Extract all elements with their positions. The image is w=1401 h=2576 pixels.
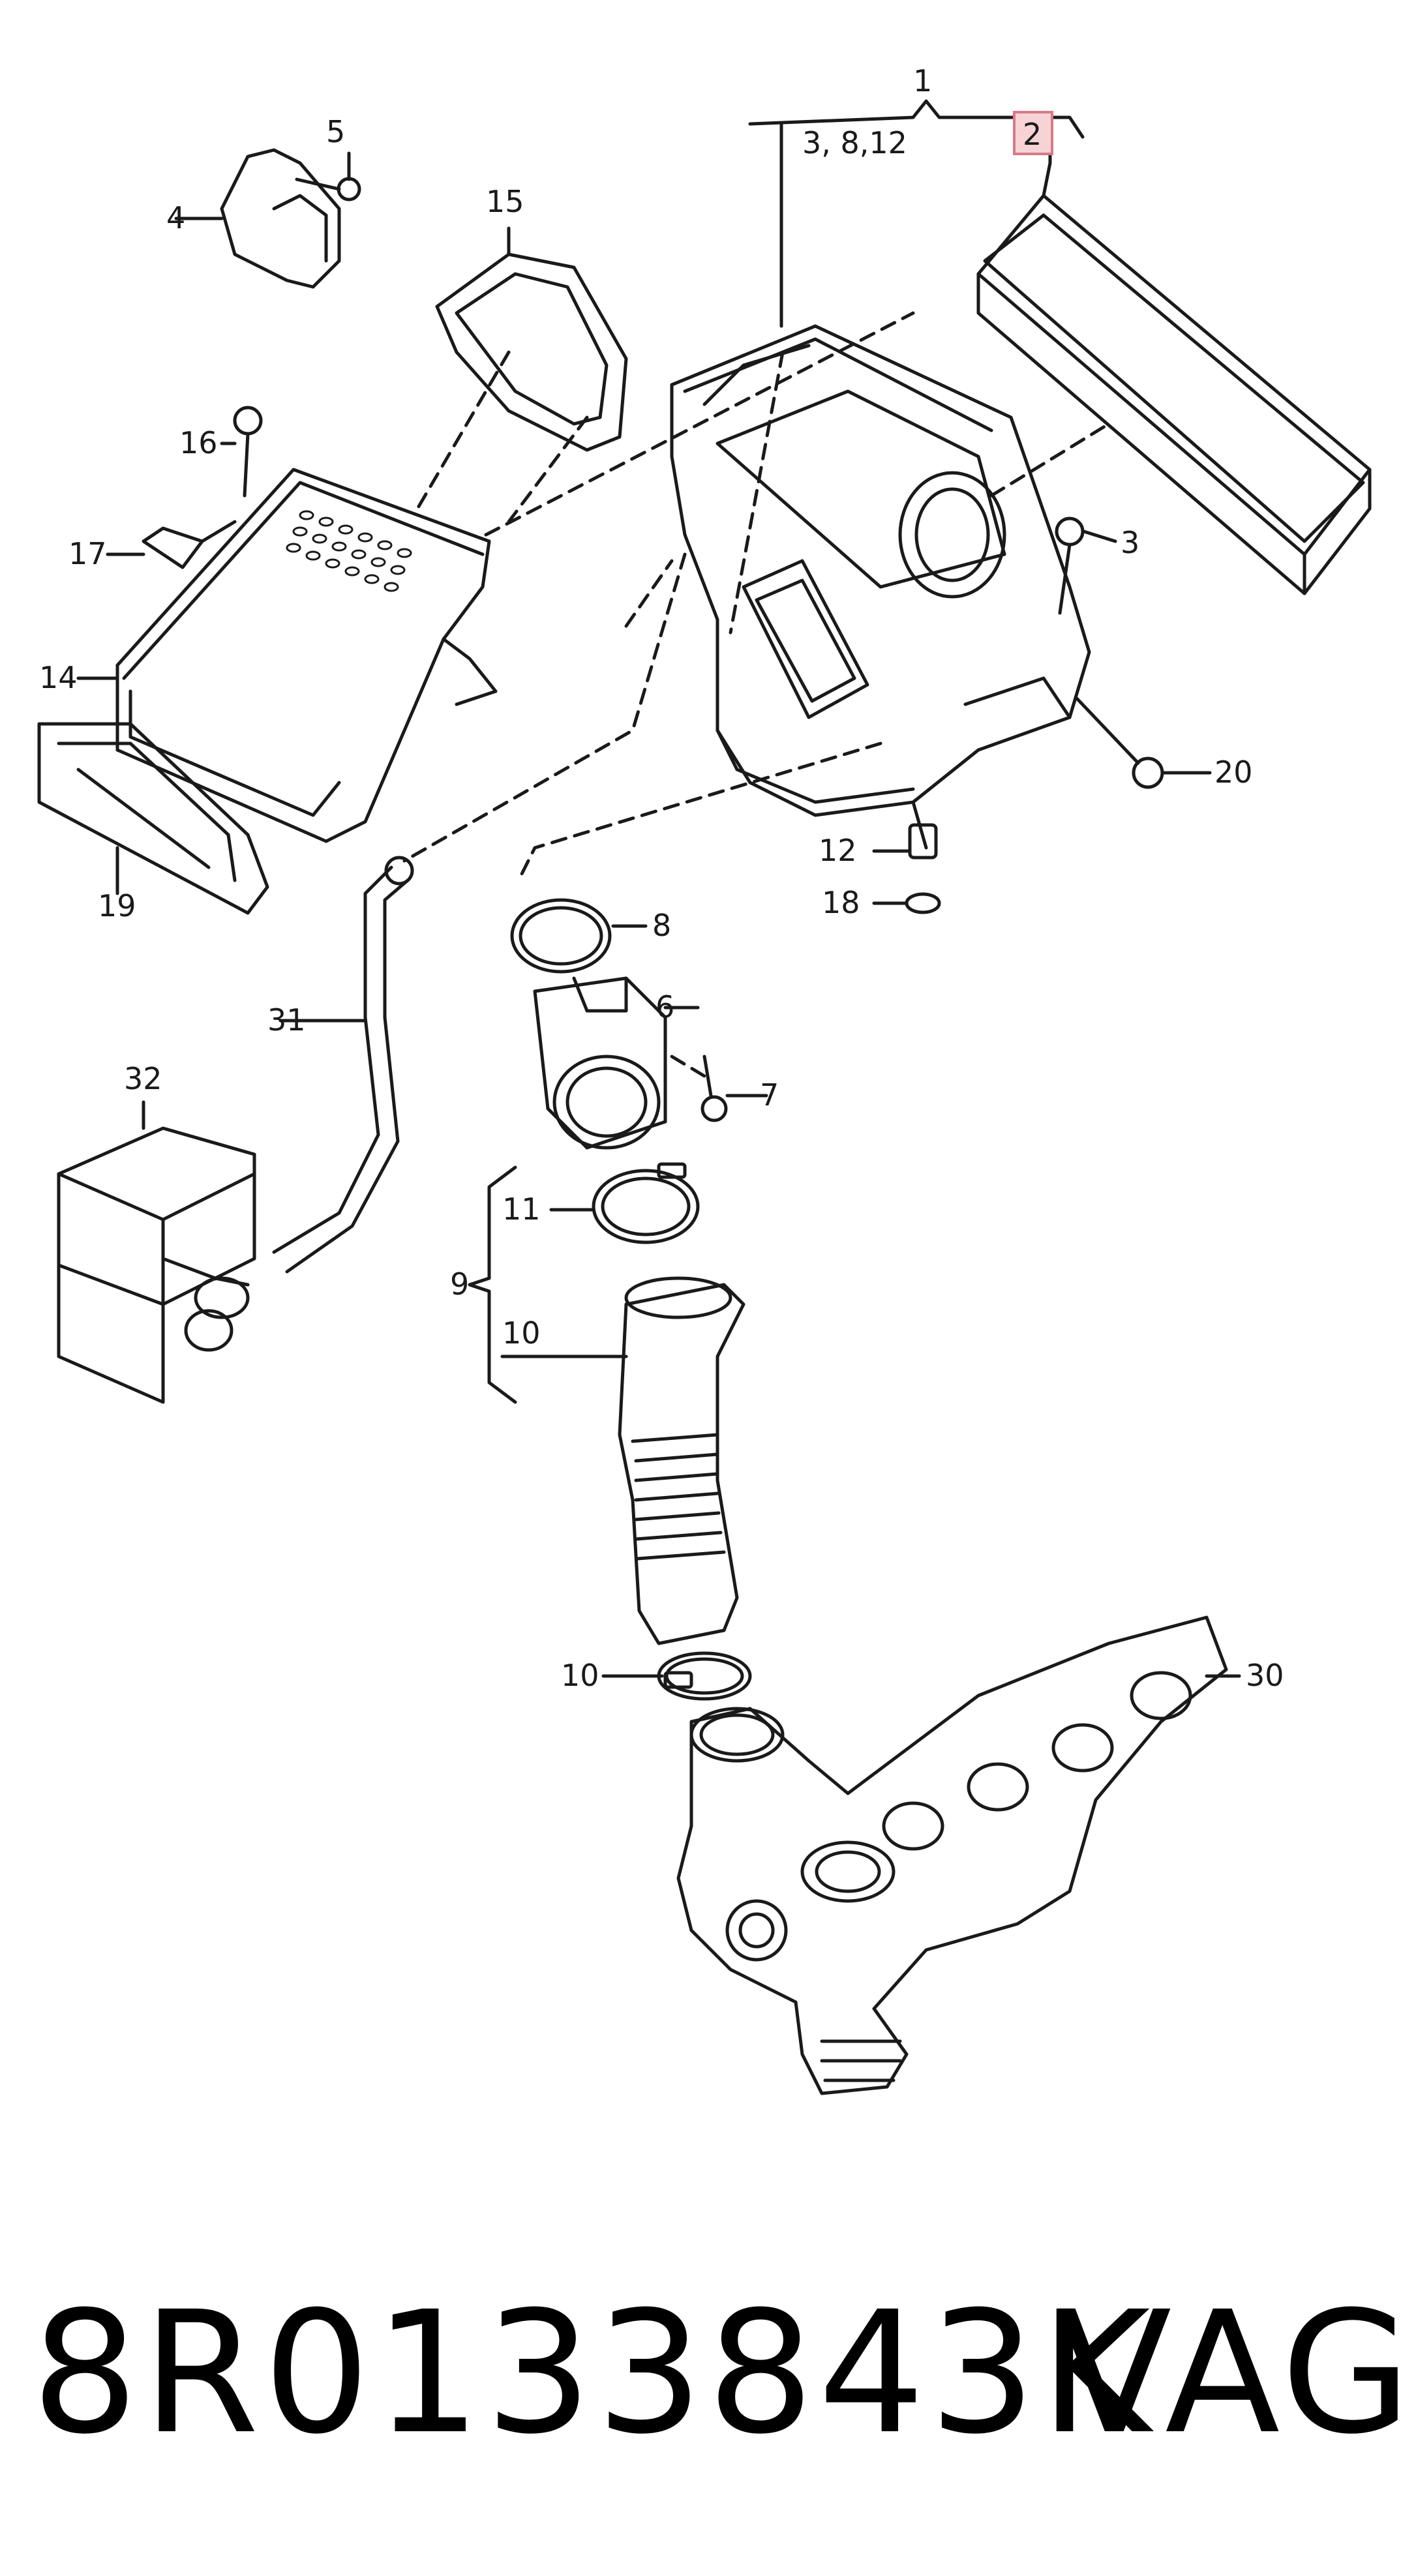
callout-7: 7 — [760, 1077, 779, 1113]
screw-7 — [700, 1055, 768, 1122]
air-mass-meter-6 — [533, 976, 700, 1150]
resonator-32 — [57, 1100, 256, 1404]
callout-11: 11 — [502, 1191, 541, 1227]
part-number: 8R0133843K — [31, 2275, 1154, 2471]
callout-18: 18 — [822, 885, 860, 920]
seal-8 — [510, 898, 648, 974]
callout-15: 15 — [486, 184, 524, 219]
perforation-pattern — [286, 510, 412, 592]
intake-lower-19 — [37, 722, 269, 915]
callout-5: 5 — [326, 114, 345, 149]
exhaust-manifold-turbo-30 — [676, 1615, 1241, 2095]
bracket-9 — [468, 1165, 517, 1404]
intake-duct-15 — [435, 226, 628, 452]
callout-8: 8 — [652, 908, 671, 943]
bracket-4 — [174, 148, 341, 289]
footer: 8R0133843K VAG — [0, 2243, 1401, 2478]
callout-4: 4 — [166, 200, 185, 235]
callout-1: 1 — [913, 63, 932, 98]
air-filter-housing — [670, 324, 1091, 850]
intake-pipe-10 — [618, 1276, 746, 1645]
air-intake-14 — [76, 468, 498, 843]
air-filter-element — [976, 151, 1372, 595]
callout-31: 31 — [267, 1002, 306, 1038]
bracket-1 — [748, 99, 1085, 139]
screw-5 — [295, 151, 361, 202]
breather-hose-31 — [272, 856, 414, 1274]
callout-2: 2 — [1023, 117, 1042, 152]
callout-30: 30 — [1246, 1658, 1284, 1693]
callout-6: 6 — [655, 989, 674, 1025]
screw-3 — [1055, 517, 1117, 615]
clip-17 — [106, 520, 237, 569]
washer-18 — [872, 892, 941, 914]
callout-14: 14 — [39, 660, 78, 695]
callout-12: 12 — [819, 833, 857, 868]
clamp-10-lower — [601, 1651, 752, 1701]
guide-lines — [402, 311, 1111, 1078]
screw-20 — [1074, 696, 1212, 789]
highlight-box-2 — [1013, 111, 1053, 155]
screw-16 — [220, 406, 263, 498]
exploded-parts-diagram: 1 2 3, 8,12 3 4 5 6 7 8 9 10 10 11 12 14… — [37, 63, 1372, 2095]
callout-20: 20 — [1214, 755, 1253, 790]
callout-9: 9 — [450, 1266, 469, 1302]
brand-name: VAG — [1057, 2275, 1401, 2471]
callout-10-upper: 10 — [502, 1315, 541, 1351]
callout-labels: 1 2 3, 8,12 3 4 5 6 7 8 9 10 10 11 12 14… — [39, 63, 1284, 1693]
callout-3-8-12: 3, 8,12 — [802, 125, 907, 160]
grommet-12 — [872, 823, 938, 860]
clamp-11 — [549, 1162, 700, 1244]
callout-32: 32 — [124, 1061, 162, 1096]
callout-3: 3 — [1121, 525, 1139, 560]
callout-19: 19 — [98, 888, 136, 923]
callout-10-lower: 10 — [561, 1658, 599, 1693]
callout-17: 17 — [68, 536, 107, 571]
callout-16: 16 — [179, 425, 218, 460]
